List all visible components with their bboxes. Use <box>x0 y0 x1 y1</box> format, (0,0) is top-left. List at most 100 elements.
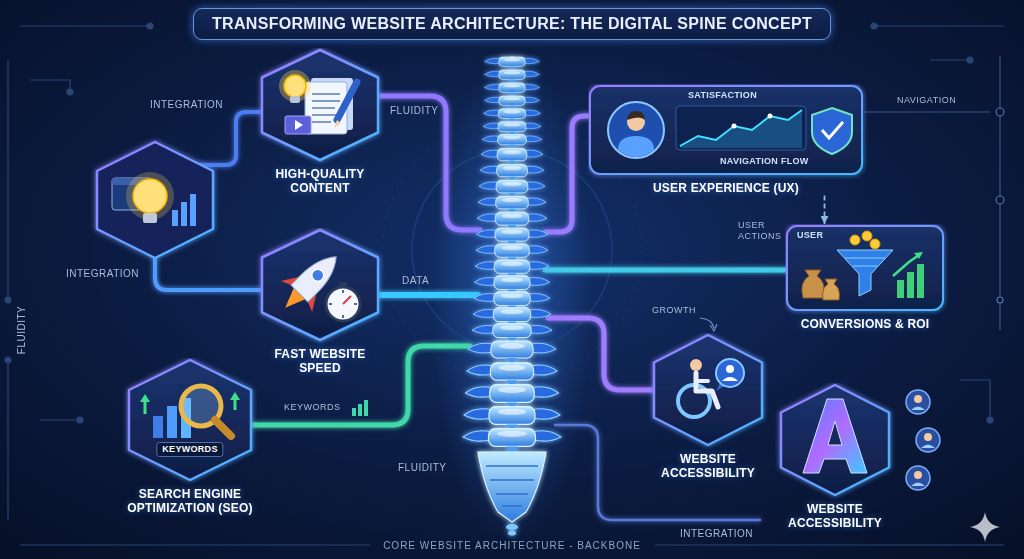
node-heading: WEBSITE ACCESSIBILITY <box>775 502 895 531</box>
spine-illustration <box>477 212 547 229</box>
title-text: TRANSFORMING WEBSITE ARCHITECTURE: THE D… <box>193 8 831 40</box>
people-icons <box>906 390 930 414</box>
label-text: DATA <box>402 275 429 287</box>
flow-label: FLUIDITY <box>398 462 446 474</box>
label-text: CORE WEBSITE ARCHITECTURE - BACKBONE <box>383 540 641 552</box>
node-icon <box>803 399 867 473</box>
keyword-chart <box>352 408 356 416</box>
circuit-frame <box>960 380 990 420</box>
spine-illustration <box>476 244 548 261</box>
spine-illustration <box>478 196 546 212</box>
spine-illustration <box>506 524 518 530</box>
idea-hexagon <box>172 210 178 226</box>
circuit-frame <box>996 108 1004 116</box>
flow-lines <box>155 258 262 290</box>
node-heading: USER EXPERIENCE (UX) <box>588 181 864 195</box>
spine-illustration <box>483 122 541 135</box>
inner-label: SATISFACTION <box>688 90 757 101</box>
growth-arrow <box>700 318 714 328</box>
circuit-frame <box>5 357 11 363</box>
circuit-frame <box>864 111 990 112</box>
hexagon-node: HIGH-QUALITY CONTENT <box>255 48 385 196</box>
circuit-frame <box>40 419 80 420</box>
node-text: NAVIGATION FLOW <box>720 156 809 167</box>
circuit-frame <box>996 196 1004 204</box>
hexagon-node: WEBSITE ACCESSIBILITY <box>775 383 895 531</box>
hexagon-outline <box>262 230 378 340</box>
spine-illustration <box>484 109 541 122</box>
circuit-frame <box>77 417 83 423</box>
flow-lines <box>545 116 590 232</box>
spine-illustration <box>475 276 550 294</box>
connector <box>824 195 826 224</box>
node-heading: WEBSITE ACCESSIBILITY <box>648 452 768 481</box>
keyword-chart <box>358 404 362 416</box>
sparkle-watermark <box>970 512 1000 542</box>
keyword-chart <box>364 400 368 416</box>
node-shape: USER <box>785 224 945 312</box>
circuit-frame <box>67 89 73 95</box>
spine-illustration <box>474 292 550 310</box>
people-icons <box>914 395 922 403</box>
circuit-frame <box>7 360 8 520</box>
node-icon <box>802 231 924 300</box>
flow-label: DATA <box>402 275 429 287</box>
spine-illustration <box>463 429 561 452</box>
label-text: INTEGRATION <box>66 268 139 280</box>
circuit-frame <box>20 25 150 26</box>
spine-illustration <box>464 407 560 430</box>
idea-hexagon <box>143 213 157 223</box>
circuit-frame <box>999 56 1000 330</box>
spine-illustration <box>485 83 540 95</box>
spine-illustration <box>468 341 556 363</box>
circuit-frame <box>5 23 1004 545</box>
idea-hexagon <box>133 179 167 213</box>
node-heading: SEARCH ENGINE OPTIMIZATION (SEO) <box>115 487 265 516</box>
node-shape <box>648 333 768 447</box>
panel-outline <box>787 226 943 310</box>
label-text: KEYWORDS <box>284 402 341 413</box>
circuit-frame <box>871 23 877 29</box>
label-text: FLUIDITY <box>398 462 446 474</box>
circuit-frame <box>20 544 370 545</box>
node-shape <box>775 383 895 497</box>
hexagon-node: WEBSITE ACCESSIBILITY <box>648 333 768 481</box>
panel-outline <box>590 86 862 174</box>
label-text: USER ACTIONS <box>738 220 790 242</box>
idea-hexagon <box>190 194 196 226</box>
node-text: SATISFACTION <box>688 90 757 101</box>
flow-label: FLUIDITY <box>390 105 438 117</box>
spine-illustration <box>466 385 559 408</box>
circuit-frame <box>5 297 11 303</box>
node-icon <box>279 70 357 134</box>
circuit-frame <box>987 417 993 423</box>
title-banner: TRANSFORMING WEBSITE ARCHITECTURE: THE D… <box>193 8 831 40</box>
node-icon <box>140 386 240 438</box>
spine-illustration <box>485 70 540 82</box>
flow-label: INTEGRATION <box>66 268 139 280</box>
node-shape <box>255 228 385 342</box>
inner-label: NAVIGATION FLOW <box>720 156 809 167</box>
hexagon-node: FAST WEBSITE SPEED <box>255 228 385 376</box>
idea-hexagon <box>97 142 213 258</box>
spine-illustration <box>473 308 551 326</box>
inner-label: USER <box>797 230 823 241</box>
hexagon-outline <box>781 385 889 495</box>
hexagon-outline <box>129 360 251 480</box>
people-icons <box>914 471 922 479</box>
label-text: INTEGRATION <box>680 528 753 540</box>
growth-arrow <box>710 324 717 331</box>
node-shape <box>255 48 385 162</box>
people-icons <box>906 466 930 490</box>
spine-illustration <box>478 452 546 522</box>
spine-illustration <box>481 149 543 165</box>
node-outline <box>255 228 385 342</box>
node-text: USER <box>797 230 823 241</box>
circuit-frame <box>30 80 70 92</box>
hexagon-outline <box>262 50 378 160</box>
spine-illustration <box>463 56 561 536</box>
spine-illustration <box>508 531 516 536</box>
flow-label: GROWTH <box>652 305 696 316</box>
node-heading: FAST WEBSITE SPEED <box>255 347 385 376</box>
